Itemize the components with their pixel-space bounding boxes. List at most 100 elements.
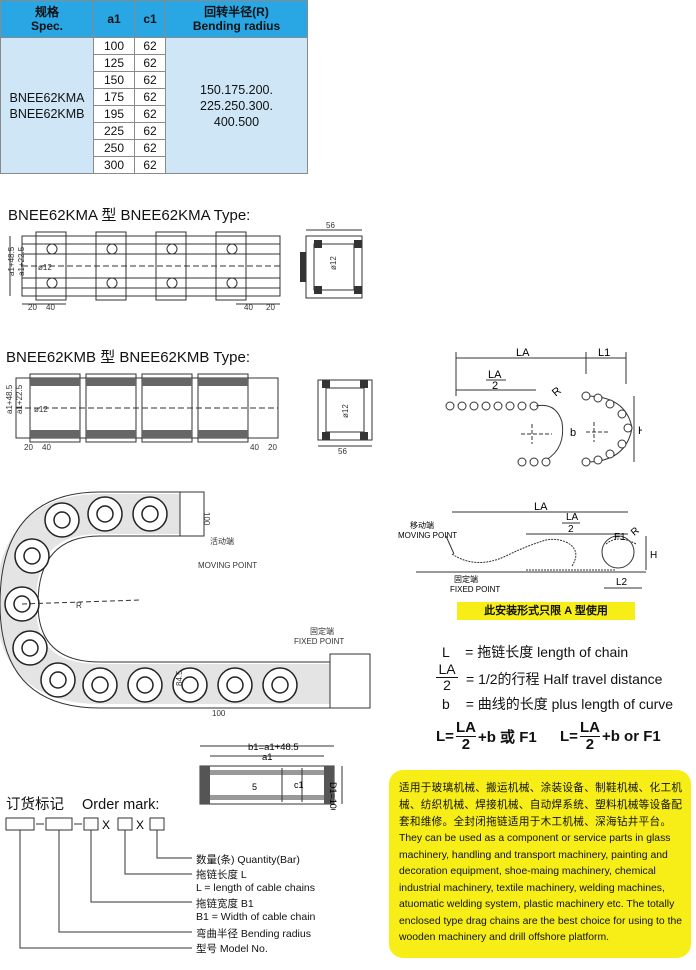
dim-20-right: 20 xyxy=(266,303,275,312)
moving-cn-2: 移动端 xyxy=(410,520,434,530)
legend-la-fraction: LA 2 xyxy=(436,662,458,693)
fixed-cn: 固定端 xyxy=(310,626,334,636)
order-x1: X xyxy=(102,818,110,832)
c1-cell: 62 xyxy=(134,71,166,89)
install-diagram: LA LA 2 F1 R H L2 移动端 MOVING POINT 固定端 F… xyxy=(398,501,657,594)
h-label-2: H xyxy=(650,550,657,561)
radius-label-large: R xyxy=(76,601,82,610)
end-bracket-left xyxy=(300,252,306,282)
pitch-label-top: 100 xyxy=(202,512,211,526)
formula-den-2: 2 xyxy=(585,736,595,753)
radius-header: 回转半径(R)Bending radius xyxy=(165,0,308,38)
c1-header: c1 xyxy=(134,0,166,38)
legend-b-symbol: b xyxy=(442,696,450,712)
a1-cell: 150 xyxy=(93,71,135,89)
d1-dim-label: D1=100 xyxy=(328,782,338,810)
r-label-2: R xyxy=(629,525,642,538)
dim-pin-b: ø12 xyxy=(34,405,48,414)
a1-cell: 195 xyxy=(93,105,135,123)
formula-l2: L= xyxy=(560,728,578,745)
type-a-heading: BNEE62KMA 型 BNEE62KMA Type: xyxy=(8,207,251,224)
dim-20-b2: 20 xyxy=(268,443,277,452)
la-label: LA xyxy=(516,347,530,359)
formula-fraction-1: LA 2 xyxy=(455,719,476,753)
legend-la-text: = 1/2的行程 Half travel distance xyxy=(466,671,663,687)
order-mark-diagram: X X xyxy=(5,817,192,949)
moving-cn: 活动端 xyxy=(210,536,234,546)
dim-pin: ø12 xyxy=(38,263,52,272)
dim-56-a: 56 xyxy=(326,222,335,230)
dim-40-b: 40 xyxy=(42,443,51,452)
end-inner xyxy=(313,243,355,291)
a1-cell: 300 xyxy=(93,156,135,174)
fixed-bracket xyxy=(329,653,371,709)
l2-label: L2 xyxy=(616,577,628,588)
type-a-end-drawing: 56 ø12 xyxy=(300,222,363,299)
chain-links-top xyxy=(445,401,539,411)
order-length-en: L = length of cable chains xyxy=(196,882,315,894)
fixed-en: FIXED POINT xyxy=(294,637,344,646)
order-length-cn: 拖链长度 L xyxy=(196,869,247,881)
formula-num-1: LA xyxy=(455,719,476,737)
top-rail xyxy=(21,243,281,255)
dim-20-left: 20 xyxy=(28,303,37,312)
chain-inner-edge xyxy=(37,535,330,663)
cross-section-drawing: b1=a1+48.5 a1 c1 5 D1=100 xyxy=(199,742,343,810)
chain-outer-edge xyxy=(0,491,340,709)
type-b-end-drawing: ø12 56 xyxy=(317,379,373,456)
r-label: R xyxy=(550,385,564,399)
pitch-label: 100 xyxy=(212,709,226,718)
chain-curve xyxy=(535,404,564,461)
dim-56-b: 56 xyxy=(338,447,347,456)
moving-en: MOVING POINT xyxy=(198,561,257,570)
legend-l: L = 拖链长度 length of chain xyxy=(442,642,628,662)
c1-cell: 62 xyxy=(134,105,166,123)
type-b-side-drawing: a1+48.5 a1+22.5 ø12 20 40 40 20 xyxy=(5,373,279,452)
link-plates xyxy=(35,231,247,301)
c1-cell: 62 xyxy=(134,122,166,140)
legend-la-num: LA xyxy=(436,662,458,678)
dim-40-right: 40 xyxy=(244,303,253,312)
formula-cn: L= LA 2 +b 或 F1 xyxy=(436,720,537,753)
order-mark-title: 订货标记 Order mark: xyxy=(6,793,159,814)
order-title-en: Order mark: xyxy=(82,797,160,813)
formula-tail-2: +b or F1 xyxy=(601,728,661,745)
formula-en: L= LA 2 +b or F1 xyxy=(560,720,661,753)
h-label: H xyxy=(638,425,642,437)
c1-cell: 62 xyxy=(134,37,166,55)
dim-a1-48: a1+48.5 xyxy=(7,246,16,276)
a1-cell: 225 xyxy=(93,122,135,140)
chain-links-bottom xyxy=(517,457,551,467)
legend-b-text: = 曲线的长度 plus length of curve xyxy=(465,696,674,712)
description-en: They can be used as a component or servi… xyxy=(399,833,683,943)
c1-dim-label: c1 xyxy=(294,780,304,790)
description-cn: 适用于玻璃机械、搬运机械、涂装设备、制鞋机械、化工机械、纺织机械、焊接机械、自动… xyxy=(399,782,683,828)
type-a-side-drawing: a1+48.5 a1+22.5 ø12 20 40 40 20 xyxy=(7,231,281,312)
dim-pin-b2: ø12 xyxy=(341,404,350,418)
dim-20-b: 20 xyxy=(24,443,33,452)
c1-cell: 62 xyxy=(134,54,166,72)
dim-a1-22: a1+22.5 xyxy=(17,246,26,276)
formula-l1: L= xyxy=(436,728,454,745)
large-chain-drawing: R 活动端 MOVING POINT 固定端 FIXED POINT 100 8… xyxy=(0,491,371,718)
link-plates-b xyxy=(29,373,249,443)
a1-cell: 175 xyxy=(93,88,135,106)
dim-a1-22-b: a1+22.5 xyxy=(15,384,24,414)
formula-den-1: 2 xyxy=(461,736,471,753)
legend-la-den: 2 xyxy=(443,677,451,693)
order-width-cn: 拖链宽度 B1 xyxy=(196,898,254,910)
dim-a1-48-b: a1+48.5 xyxy=(5,384,14,414)
c1-cell: 62 xyxy=(134,88,166,106)
order-model: 型号 Model No. xyxy=(196,943,268,955)
order-title-cn: 订货标记 xyxy=(6,797,64,813)
dim-40-b2: 40 xyxy=(250,443,259,452)
fixed-cn-2: 固定端 xyxy=(454,574,478,584)
radius-cell: 150.175.200.225.250.300.400.500 xyxy=(165,37,308,174)
la2-num: LA xyxy=(488,369,502,381)
formula-num-2: LA xyxy=(579,719,600,737)
a1-header: a1 xyxy=(93,0,135,38)
